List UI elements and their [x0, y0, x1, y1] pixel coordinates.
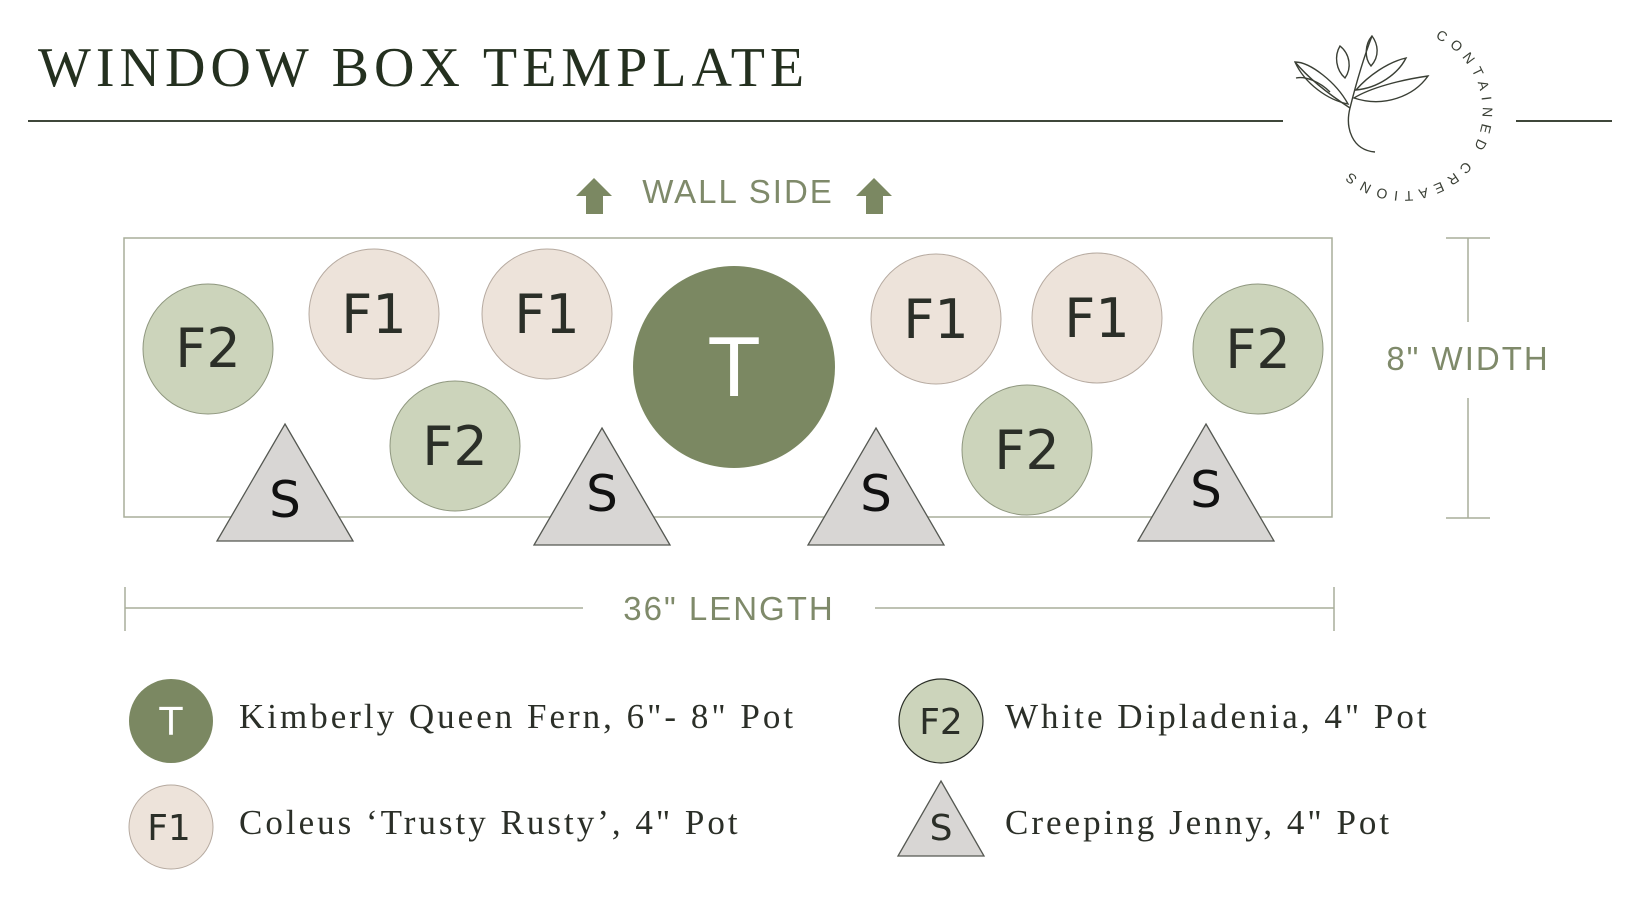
legend-text: Coleus ‘Trusty Rusty’, 4" Pot	[239, 803, 741, 842]
plant-s: S	[1136, 422, 1276, 542]
plant-f2: F2	[389, 380, 521, 512]
legend-symbol-f1: F1	[128, 784, 214, 870]
up-arrow-icon	[576, 178, 612, 214]
up-arrow-icon	[856, 178, 892, 214]
legend-code: F2	[919, 702, 963, 743]
legend-symbol-s: S	[896, 779, 986, 857]
plant-code: S	[860, 465, 892, 523]
plant-code: F2	[175, 317, 240, 380]
window-box-outline	[123, 237, 1333, 518]
legend-text: Creeping Jenny, 4" Pot	[1005, 803, 1393, 842]
plant-s: S	[532, 426, 672, 546]
width-label: 8" WIDTH	[1386, 340, 1549, 377]
title-underline-right	[1516, 120, 1612, 122]
plant-code: F2	[994, 419, 1059, 482]
legend-code: S	[930, 808, 953, 849]
plant-code: F1	[1064, 287, 1129, 350]
plant-f2: F2	[1192, 283, 1324, 415]
legend-code: T	[158, 700, 183, 744]
plant-layout: F2 F1 F2 F1 T F1 F1 F2	[142, 248, 1324, 546]
legend-code: F1	[147, 808, 191, 849]
legend-text: Kimberly Queen Fern, 6"- 8" Pot	[239, 697, 797, 736]
plant-code: F1	[514, 283, 579, 346]
legend-item-f2: White Dipladenia, 4" Pot	[979, 697, 1430, 737]
plant-code: F2	[1225, 318, 1290, 381]
legend-text: White Dipladenia, 4" Pot	[1005, 697, 1430, 736]
wall-side-indicator: WALL SIDE	[576, 173, 892, 214]
plant-code: S	[1190, 461, 1222, 519]
plant-code: S	[269, 471, 301, 529]
legend-item-s: Creeping Jenny, 4" Pot	[979, 803, 1392, 843]
leaf-sprig-icon	[1293, 34, 1430, 153]
length-dimension	[124, 587, 1335, 631]
length-label: 36" LENGTH	[623, 590, 834, 627]
width-dimension	[1446, 237, 1490, 519]
plant-f1: F1	[1031, 252, 1163, 384]
legend-symbol-t: T	[129, 679, 213, 763]
plant-f2: F2	[961, 384, 1093, 516]
plant-f1: F1	[308, 248, 440, 380]
legend-item-f1: Coleus ‘Trusty Rusty’, 4" Pot	[213, 803, 741, 843]
plant-code: F2	[422, 415, 487, 478]
plant-t: T	[633, 266, 835, 468]
legend-item-t: Kimberly Queen Fern, 6"- 8" Pot	[213, 697, 796, 737]
logo: CONTAINED CREATIONS	[1293, 26, 1496, 204]
title-underline-left	[28, 120, 1283, 122]
plant-s: S	[215, 422, 355, 542]
plant-s: S	[806, 426, 946, 546]
legend-symbol-f2: F2	[898, 678, 984, 764]
logo-text-path: CONTAINED CREATIONS	[1338, 26, 1490, 204]
plant-code: F1	[903, 288, 968, 351]
plant-f1: F1	[481, 248, 613, 380]
plant-f2: F2	[142, 283, 274, 415]
plant-code: T	[709, 322, 760, 415]
page-title: WINDOW BOX TEMPLATE	[38, 37, 810, 99]
plant-f1: F1	[870, 253, 1002, 385]
wall-side-label: WALL SIDE	[642, 173, 834, 210]
plant-code: F1	[341, 283, 406, 346]
plant-code: S	[586, 465, 618, 523]
logo-text: CONTAINED CREATIONS	[1338, 26, 1496, 204]
